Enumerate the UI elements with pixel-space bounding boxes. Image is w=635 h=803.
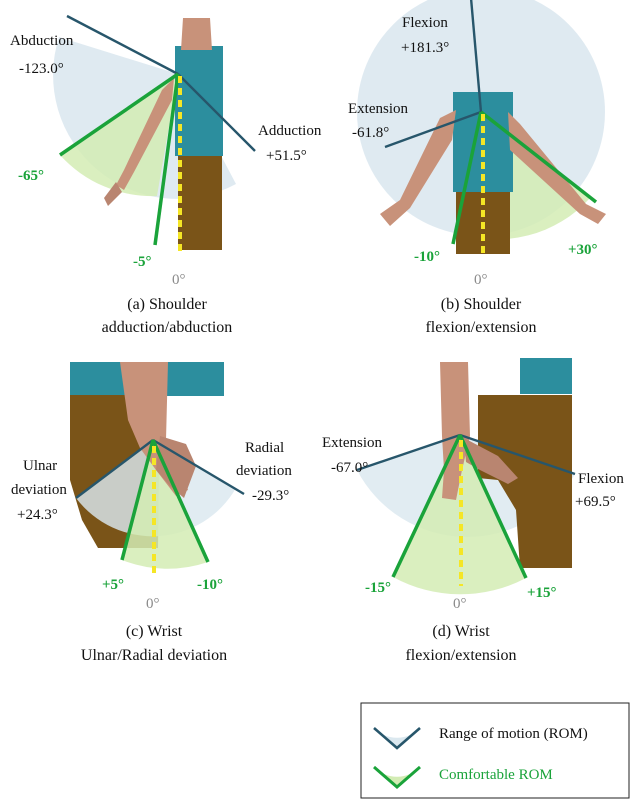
panel-a-comfort-max-label: -5° — [133, 254, 152, 270]
panel-a-adduction-value: +51.5° — [266, 148, 307, 164]
panel-a-adduction-label: Adduction — [258, 123, 322, 139]
legend: Range of motion (ROM) Comfortable ROM — [361, 703, 629, 798]
panel-b-caption-line1: (b) Shoulder — [441, 296, 522, 313]
panel-a-comfort-min-label: -65° — [18, 168, 44, 184]
panel-a-zero-label: 0° — [172, 272, 186, 288]
panel-b-caption-line2: flexion/extension — [425, 319, 536, 336]
panel-b-comfort-max-label: +30° — [568, 242, 598, 258]
panel-c-caption-line2: Ulnar/Radial deviation — [81, 647, 227, 664]
panel-d-zero-label: 0° — [453, 596, 467, 612]
panel-c-ulnar-label-2: deviation — [11, 482, 67, 498]
panel-a-caption-line2: adduction/abduction — [102, 319, 233, 336]
panel-c-radial-label-2: deviation — [236, 463, 292, 479]
panel-d-comfort-right-label: +15° — [527, 585, 557, 601]
panel-d-flexion-value: +69.5° — [575, 494, 616, 510]
panel-d-extension-value: -67.0° — [331, 460, 368, 476]
panel-d: Extension -67.0° Flexion +69.5° -15° +15… — [322, 358, 624, 664]
legend-comfortable-label: Comfortable ROM — [439, 767, 553, 783]
panel-a-abduction-value: -123.0° — [19, 61, 64, 77]
panel-d-shirt — [520, 358, 572, 394]
panel-c: Radial deviation -29.3° Ulnar deviation … — [11, 362, 292, 664]
panel-b-flexion-label: Flexion — [402, 15, 448, 31]
panel-c-caption-line1: (c) Wrist — [126, 623, 183, 640]
panel-b-flexion-value: +181.3° — [401, 40, 449, 56]
panel-c-zero-label: 0° — [146, 596, 160, 612]
panel-b-comfort-min-label: -10° — [414, 249, 440, 265]
panel-a-abduction-label: Abduction — [10, 33, 74, 49]
panel-c-radial-label-1: Radial — [245, 440, 284, 456]
panel-a: Abduction -123.0° Adduction +51.5° -65° … — [10, 16, 322, 336]
panel-d-caption-line1: (d) Wrist — [432, 623, 490, 640]
panel-c-comfort-left-label: +5° — [102, 577, 124, 593]
panel-b-extension-label: Extension — [348, 101, 408, 117]
panel-a-torso — [175, 46, 223, 156]
panel-b: Flexion +181.3° Extension -61.8° -10° +3… — [348, 0, 606, 336]
panel-c-radial-value: -29.3° — [252, 488, 289, 504]
panel-d-caption-line2: flexion/extension — [405, 647, 516, 664]
legend-rom-label: Range of motion (ROM) — [439, 726, 588, 742]
panel-b-zero-label: 0° — [474, 272, 488, 288]
panel-a-pants — [178, 156, 222, 250]
panel-d-flexion-label: Flexion — [578, 471, 624, 487]
panel-c-ulnar-value: +24.3° — [17, 507, 58, 523]
panel-a-caption-line1: (a) Shoulder — [127, 296, 207, 313]
panel-c-comfort-right-label: -10° — [197, 577, 223, 593]
panel-d-extension-label: Extension — [322, 435, 382, 451]
panel-c-ulnar-label-1: Ulnar — [23, 458, 57, 474]
panel-b-extension-value: -61.8° — [352, 125, 389, 141]
panel-d-comfort-left-label: -15° — [365, 580, 391, 596]
panel-a-neck — [181, 18, 212, 50]
